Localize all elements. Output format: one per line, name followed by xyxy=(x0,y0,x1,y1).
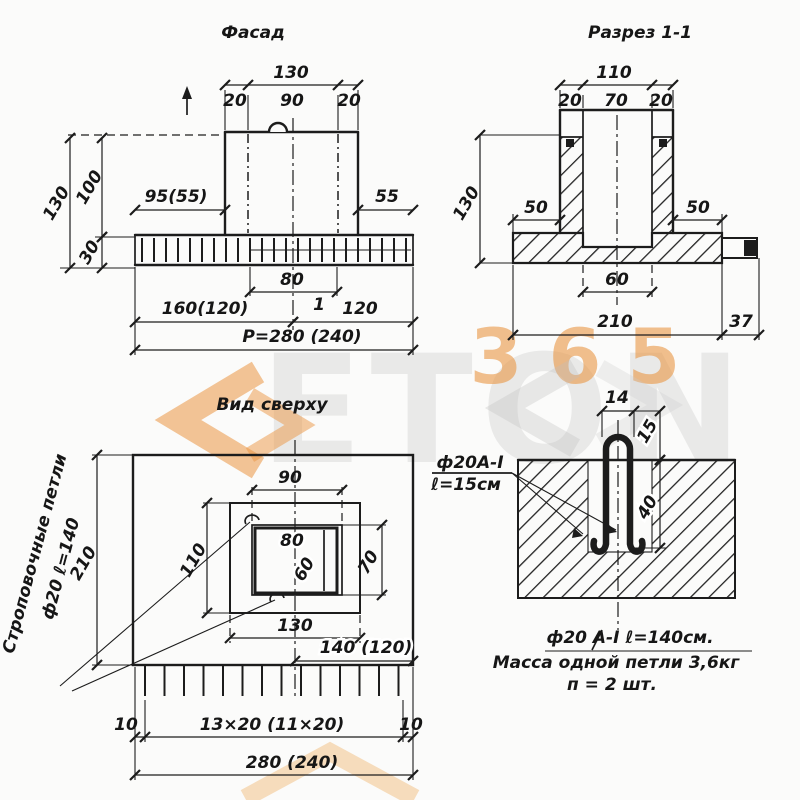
top-view-serration xyxy=(144,666,400,696)
detail-dim-14: 14 xyxy=(605,388,629,408)
loop-leader-lines xyxy=(59,514,285,692)
watermark: ETON 365 xyxy=(154,312,742,800)
lifting-loop-bar xyxy=(590,433,646,555)
facade-dim-130-top: 130 xyxy=(273,63,309,83)
facade-section-mark-1: 1 xyxy=(313,295,325,315)
top-view-dim-spacing: 13×20 (11×20) xyxy=(200,715,345,735)
facade-dim-90: 90 xyxy=(280,91,304,111)
watermark-logo-chevrons xyxy=(154,359,684,800)
detail-callout-leaders xyxy=(511,472,617,538)
facade-dim-20-right: 20 xyxy=(337,91,361,111)
facade-dim-p280: Р=280 (240) xyxy=(242,327,361,347)
top-view-dim-70: 70 xyxy=(354,547,383,578)
loop-detail: 14 15 40 ф20А-I ℓ=15см ф20 А-I ℓ=140см. … xyxy=(430,388,752,695)
facade-slab-ribs xyxy=(141,238,407,262)
facade-dim-30: 30 xyxy=(75,237,104,268)
lifting-loop-symbol xyxy=(267,121,289,133)
top-view-dim-10-right: 10 xyxy=(399,715,423,735)
facade-title: Фасад xyxy=(221,23,285,43)
section-dim-110: 110 xyxy=(596,63,632,83)
facade-dim-55: 55 xyxy=(375,187,399,207)
facade-dim-130-left: 130 xyxy=(39,183,74,224)
section-cut-arrow xyxy=(182,86,192,115)
section-dim-60: 60 xyxy=(605,270,629,290)
rebar-dot-right xyxy=(659,139,667,147)
top-view-dim-140-120: 140 (120) xyxy=(320,638,412,658)
facade-dim-120: 120 xyxy=(342,299,378,319)
detail-note-mass: Масса одной петли 3,6кг xyxy=(493,653,741,673)
facade-dim-160-120: 160(120) xyxy=(162,299,249,319)
section-dim-20-left: 20 xyxy=(558,91,582,111)
top-view-title: Вид сверху xyxy=(216,395,328,415)
section-dim-50-right: 50 xyxy=(686,198,710,218)
section-view: Разрез 1-1 110 20 70 20 50 xyxy=(449,23,765,341)
detail-note-bar: ф20 А-I ℓ=140см. xyxy=(546,628,713,648)
rebar-dot-left xyxy=(566,139,574,147)
facade-view: Фасад 130 20 90 20 xyxy=(39,23,419,356)
section-dim-70: 70 xyxy=(604,91,628,111)
top-view-dim-90: 90 xyxy=(278,468,302,488)
section-title: Разрез 1-1 xyxy=(588,23,692,43)
watermark-number-text: 365 xyxy=(470,312,707,401)
section-dim-210: 210 xyxy=(597,312,633,332)
top-view-dim-130: 130 xyxy=(277,616,313,636)
top-view-dim-10-left: 10 xyxy=(114,715,138,735)
section-dim-50-left: 50 xyxy=(524,198,548,218)
section-dim-37: 37 xyxy=(729,312,753,332)
facade-dim-20-left: 20 xyxy=(223,91,247,111)
detail-note-count: п = 2 шт. xyxy=(567,675,657,695)
detail-callout-length: ℓ=15см xyxy=(430,475,501,495)
top-view-dim-280-240: 280 (240) xyxy=(246,753,338,773)
facade-dim-95-55: 95(55) xyxy=(145,187,208,207)
detail-callout-spec: ф20А-I xyxy=(436,453,503,473)
top-view-dim-80: 80 xyxy=(280,531,304,551)
facade-dim-80: 80 xyxy=(280,270,304,290)
section-dim-130: 130 xyxy=(449,183,484,224)
section-dim-20-right: 20 xyxy=(649,91,673,111)
